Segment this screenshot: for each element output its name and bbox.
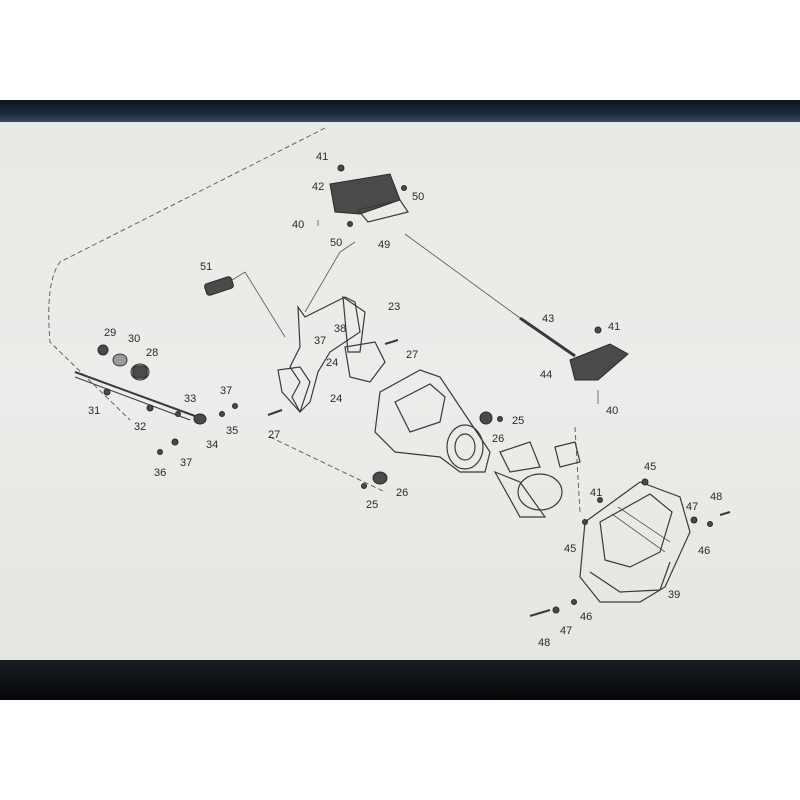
callout-label: 47 <box>560 625 572 637</box>
callout-label: 43 <box>542 313 554 325</box>
callout-label: 35 <box>226 425 238 437</box>
bushing-parts <box>97 344 238 455</box>
callout-label: 41 <box>316 151 328 163</box>
assembly-guide-line-3 <box>574 426 581 513</box>
callout-label: 50 <box>412 191 424 203</box>
callout-label: 23 <box>388 301 400 313</box>
callout-label: 45 <box>644 461 656 473</box>
exploded-parts-diagram: 41 42 50 40 50 49 51 23 38 37 24 27 24 2… <box>48 127 731 649</box>
gear-housing <box>361 369 503 489</box>
callout-label: 46 <box>580 611 592 623</box>
callout-label: 44 <box>540 369 552 381</box>
callout-label: 33 <box>184 393 196 405</box>
assembly-guide-line-2 <box>269 436 386 493</box>
callout-label: 48 <box>710 491 722 503</box>
callout-label: 25 <box>366 499 378 511</box>
callout-label: 28 <box>146 347 158 359</box>
monitor-bezel-top <box>0 100 800 122</box>
right-bracket <box>569 326 629 404</box>
callout-label: 41 <box>608 321 620 333</box>
callout-label: 25 <box>512 415 524 427</box>
callout-label: 37 <box>180 457 192 469</box>
callout-label: 39 <box>668 589 680 601</box>
callout-label: 29 <box>104 327 116 339</box>
nozzle-housing <box>529 478 731 617</box>
monitor-screen: 41 42 50 40 50 49 51 23 38 37 24 27 24 2… <box>0 122 800 660</box>
callout-label: 40 <box>606 405 618 417</box>
callout-label: 48 <box>538 637 550 649</box>
callout-label: 41 <box>590 487 602 499</box>
callout-label: 27 <box>406 349 418 361</box>
impeller-parts <box>493 441 581 518</box>
bolts-27 <box>267 339 399 416</box>
callout-label: 26 <box>492 433 504 445</box>
callout-label: 49 <box>378 239 390 251</box>
callout-label: 34 <box>206 439 218 451</box>
callout-label: 26 <box>396 487 408 499</box>
callout-label: 24 <box>326 357 338 369</box>
callout-label: 38 <box>334 323 346 335</box>
callout-label: 24 <box>330 393 342 405</box>
callout-label: 46 <box>698 545 710 557</box>
callout-label: 51 <box>200 261 212 273</box>
shift-rod <box>74 371 196 421</box>
callout-labels: 41 42 50 40 50 49 51 23 38 37 24 27 24 2… <box>88 151 722 649</box>
callout-label: 40 <box>292 219 304 231</box>
callout-label: 42 <box>312 181 324 193</box>
callout-label: 47 <box>686 501 698 513</box>
callout-label: 27 <box>268 429 280 441</box>
top-bracket <box>317 164 409 227</box>
callout-label: 31 <box>88 405 100 417</box>
callout-label: 37 <box>314 335 326 347</box>
callout-label: 50 <box>330 237 342 249</box>
callout-label: 45 <box>564 543 576 555</box>
shift-lever-bracket <box>277 241 386 414</box>
callout-label: 30 <box>128 333 140 345</box>
callout-label: 37 <box>220 385 232 397</box>
callout-label: 36 <box>154 467 166 479</box>
callout-label: 32 <box>134 421 146 433</box>
spring-part <box>204 271 286 338</box>
shift-rod-43 <box>404 233 576 358</box>
monitor-bezel-bottom <box>0 660 800 700</box>
assembly-guide-line <box>48 127 326 421</box>
